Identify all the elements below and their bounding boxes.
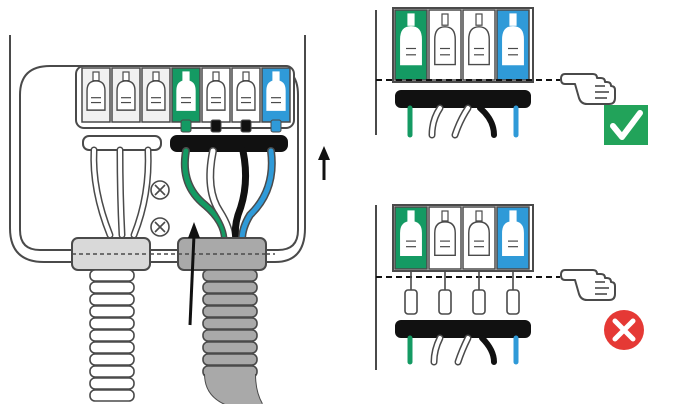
conduit-rib bbox=[89, 341, 135, 354]
example-terminal-3 bbox=[496, 206, 530, 270]
cross-icon bbox=[604, 310, 644, 350]
conduit-rib bbox=[202, 269, 258, 282]
conduit-rib bbox=[202, 281, 258, 294]
clamp-bar-incorrect bbox=[395, 320, 531, 338]
terminal-3 bbox=[171, 67, 201, 123]
terminal-4 bbox=[201, 67, 231, 123]
conduit-rib bbox=[89, 365, 135, 378]
pin-ferrule bbox=[506, 289, 520, 315]
hand-pointer-icon bbox=[560, 73, 616, 105]
conduit-rib bbox=[202, 305, 258, 318]
terminal-block-correct bbox=[392, 7, 534, 83]
conduit-rib bbox=[202, 317, 258, 330]
example-terminal-2 bbox=[462, 9, 496, 81]
terminal-block-incorrect bbox=[392, 204, 534, 272]
conduit-rib bbox=[89, 281, 135, 294]
terminal-0 bbox=[81, 67, 111, 123]
left-clamp-black bbox=[170, 135, 288, 152]
example-terminal-1 bbox=[428, 9, 462, 81]
conduit-rib bbox=[202, 329, 258, 342]
hand-pointer-icon bbox=[560, 269, 616, 301]
colored-wires bbox=[180, 147, 276, 244]
arrow-up-icon bbox=[188, 222, 200, 326]
exposed-pins bbox=[404, 272, 520, 315]
conduit-rib bbox=[89, 329, 135, 342]
check-icon bbox=[604, 105, 648, 145]
conduit-rib bbox=[202, 293, 258, 306]
conduit-rib bbox=[89, 269, 135, 282]
example-terminal-1 bbox=[428, 206, 462, 270]
incorrect-seating-example bbox=[375, 204, 560, 370]
right-cable-gland bbox=[150, 237, 275, 271]
conduit-rib bbox=[89, 377, 135, 390]
pin-ferrule bbox=[472, 289, 486, 315]
example-terminal-3 bbox=[496, 9, 530, 81]
terminal-6 bbox=[261, 67, 291, 123]
pin-ferrule bbox=[404, 289, 418, 315]
conduit-rib bbox=[89, 293, 135, 306]
pin-ferrule bbox=[438, 289, 452, 315]
example-terminal-2 bbox=[462, 206, 496, 270]
conduit-rib bbox=[89, 353, 135, 366]
screw-icon-lower bbox=[150, 217, 170, 237]
terminal-5 bbox=[231, 67, 261, 123]
conduit-rib bbox=[89, 317, 135, 330]
example-terminal-0 bbox=[394, 9, 428, 81]
correct-seating-example bbox=[375, 7, 560, 139]
right-conduit bbox=[202, 269, 263, 404]
gray-wires bbox=[90, 146, 152, 239]
conduit-rib bbox=[202, 341, 258, 354]
conduit-rib bbox=[202, 353, 258, 366]
example-terminal-0 bbox=[394, 206, 428, 270]
wires-incorrect bbox=[407, 334, 519, 366]
left-conduit bbox=[89, 269, 135, 402]
wires-correct bbox=[407, 104, 519, 139]
terminal-2 bbox=[141, 67, 171, 123]
screw-icon-upper bbox=[150, 180, 170, 200]
left-cable-gland bbox=[71, 237, 151, 271]
enclosure bbox=[9, 35, 306, 263]
terminal-block-main bbox=[75, 65, 295, 133]
terminal-1 bbox=[111, 67, 141, 123]
clamp-bar-correct bbox=[395, 90, 531, 108]
conduit-rib bbox=[89, 305, 135, 318]
conduit-rib bbox=[89, 389, 135, 402]
arrow-up-small-icon bbox=[318, 146, 330, 180]
